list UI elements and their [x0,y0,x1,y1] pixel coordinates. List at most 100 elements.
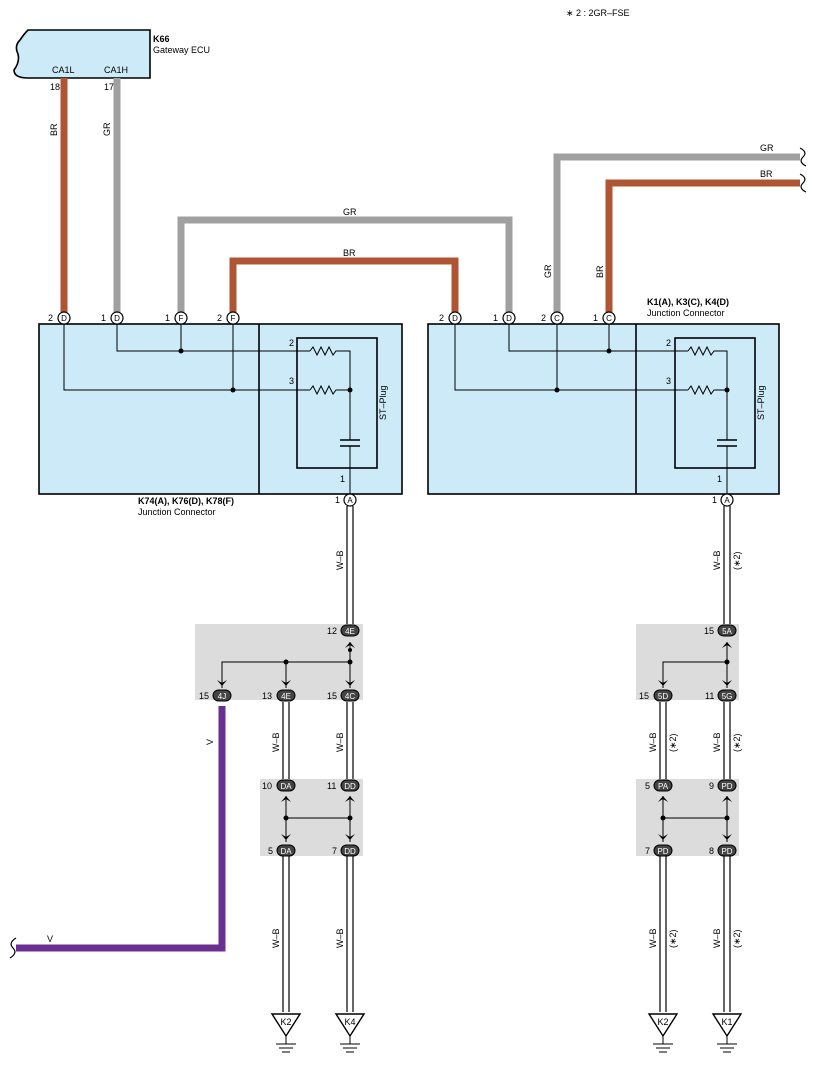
grounds: K2 K4 K2 K1 [270,1013,743,1053]
pin-left-0: D2 [48,311,71,325]
wire-br-loop [229,257,459,312]
splice-tag: DD 11 [327,779,360,792]
label-br-right-vert: BR [595,265,605,278]
svg-text:2: 2 [48,313,53,323]
svg-text:A: A [724,496,730,505]
gateway-pin-num-right: 17 [104,82,114,92]
pin-left-out: A1 [335,493,357,507]
svg-text:W–B: W–B [712,550,722,570]
label-gr-top: GR [343,207,357,217]
svg-text:7: 7 [645,846,650,856]
svg-text:1: 1 [593,313,598,323]
splice-tag: 4E 12 [327,624,360,637]
svg-text:K4: K4 [344,1017,355,1027]
wire-labels: BR GR GR BR GR BR GR BR V V [47,122,774,944]
svg-text:(∗2): (∗2) [732,551,742,570]
svg-text:1: 1 [712,495,717,505]
wire-v [16,706,226,952]
svg-text:DD: DD [344,782,356,791]
svg-text:2: 2 [217,313,222,323]
svg-text:W–B: W–B [271,928,281,948]
wire-gr-loop [177,216,513,312]
legend-note: ∗ 2 : 2GR–FSE [566,8,630,18]
svg-text:15: 15 [327,691,337,701]
svg-text:C: C [554,314,560,323]
svg-text:1: 1 [493,313,498,323]
svg-text:D: D [114,314,120,323]
svg-text:10: 10 [262,781,272,791]
jc-right-subtitle: Junction Connector [647,308,725,318]
svg-text:(∗2): (∗2) [668,929,678,948]
pin-right-0: D2 [439,311,462,325]
svg-text:5: 5 [268,846,273,856]
pin-right-1: D1 [493,311,516,325]
jc-right-title: K1(A), K3(C), K4(D) [647,297,729,307]
label-v-vert: V [205,739,215,745]
svg-text:1: 1 [335,495,340,505]
svg-text:7: 7 [332,846,337,856]
svg-text:2: 2 [439,313,444,323]
stplug-label-right: ST–Plug [756,385,766,420]
svg-text:D: D [506,314,512,323]
svg-text:3: 3 [666,376,671,386]
svg-text:(∗2): (∗2) [732,929,742,948]
label-br-top: BR [343,248,356,258]
gateway-ecu: K66 Gateway ECU CA1L CA1H 18 17 [13,29,210,92]
svg-text:1: 1 [340,474,345,484]
svg-text:5D: 5D [658,692,668,701]
svg-text:4E: 4E [345,627,355,636]
svg-text:1: 1 [165,313,170,323]
svg-text:F: F [179,314,184,323]
wire-gr-right [553,153,800,312]
svg-text:13: 13 [262,691,272,701]
svg-text:PD: PD [721,782,732,791]
splice-tag: 5A 15 [704,624,737,637]
gateway-name: Gateway ECU [153,45,210,55]
label-v-end: V [47,934,53,944]
ground-icon-2: K4 [334,1013,366,1053]
gateway-pin-label-right: CA1H [104,65,128,75]
svg-text:2: 2 [289,338,294,348]
svg-text:15: 15 [704,626,714,636]
stplug-label-left: ST–Plug [378,385,388,420]
splice-tag: DA5 [268,844,296,857]
svg-text:11: 11 [705,691,714,701]
label-br-gateway: BR [49,123,59,136]
svg-text:W–B: W–B [648,928,658,948]
svg-text:F: F [231,314,236,323]
connector-pins: D2 D1 F1 F2 D2 D1 C2 C1 A1 A1 [48,311,734,507]
pin-left-2: F1 [165,311,188,325]
splice-tag: PD9 [709,779,737,792]
pin-right-3: C1 [593,311,616,325]
svg-text:1: 1 [101,313,106,323]
svg-text:W–B: W–B [648,732,658,752]
label-gr-gateway: GR [102,122,112,136]
ground-icon-1: K2 [270,1013,302,1053]
svg-text:K1: K1 [721,1017,732,1027]
pin-left-1: D1 [101,311,124,325]
svg-text:W–B: W–B [335,550,345,570]
splice-tag: PA5 [645,779,673,792]
gateway-code: K66 [153,34,170,44]
svg-text:5A: 5A [722,627,732,636]
wire-br-right [605,179,800,312]
label-gr-right-end: GR [760,143,774,153]
svg-text:W–B: W–B [271,732,281,752]
svg-text:12: 12 [327,626,337,636]
svg-text:4E: 4E [281,692,291,701]
svg-text:D: D [452,314,458,323]
wires-thick [9,78,807,959]
label-br-right-end: BR [760,169,773,179]
svg-text:W–B: W–B [712,732,722,752]
wb-labels: W–B W–B (∗2) W–B W–B W–B (∗2) W–B (∗2) W… [271,550,742,948]
svg-text:1: 1 [717,474,722,484]
splice-tag: PD7 [645,844,673,857]
svg-text:11: 11 [327,781,336,791]
